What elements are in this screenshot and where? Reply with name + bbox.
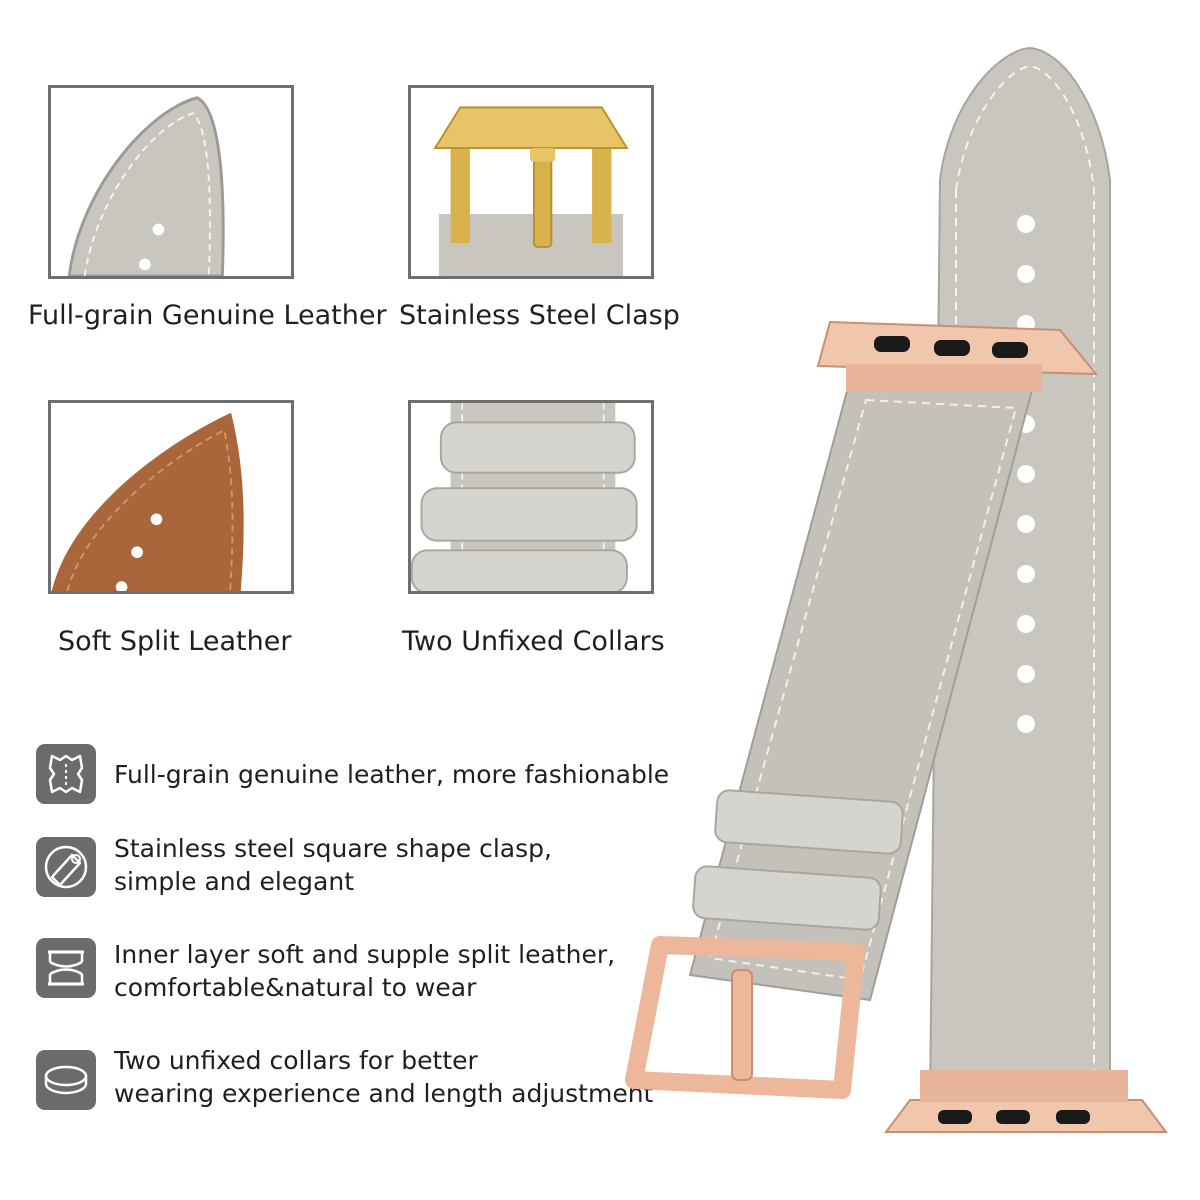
tile-caption-steel-clasp: Stainless Steel Clasp [399, 300, 680, 331]
feature-text-split-leather: Inner layer soft and supple split leathe… [114, 938, 615, 1004]
steel-clasp-image [433, 106, 629, 276]
feature-line: comfortable&natural to wear [114, 973, 477, 1002]
collars-image [411, 403, 638, 591]
feature-text-leather: Full-grain genuine leather, more fashion… [114, 758, 669, 791]
tile-stainless-steel-clasp [408, 85, 654, 279]
feature-text-collars: Two unfixed collars for better wearing e… [114, 1044, 653, 1110]
full-grain-leather-image [67, 96, 225, 276]
tile-caption-split-leather: Soft Split Leather [58, 626, 292, 657]
buckle-pin [731, 969, 753, 1081]
split-leather-image [51, 412, 244, 591]
watch-band-image [620, 40, 1180, 1190]
feature-line: Full-grain genuine leather, more fashion… [114, 760, 670, 789]
loop-collar-icon [36, 1050, 96, 1110]
collar-1 [714, 789, 904, 855]
tile-two-unfixed-collars [408, 400, 654, 594]
tile-full-grain-leather [48, 85, 294, 279]
clasp-pin-icon [36, 837, 96, 897]
feature-line: Stainless steel square shape clasp, [114, 834, 552, 863]
tile-caption-full-grain: Full-grain Genuine Leather [28, 300, 387, 331]
rose-gold-buckle [625, 936, 865, 1099]
feature-line: Two unfixed collars for better [114, 1046, 478, 1075]
layered-leather-icon [36, 938, 96, 998]
feature-line: simple and elegant [114, 867, 354, 896]
leather-hide-icon [36, 744, 96, 804]
feature-line: wearing experience and length adjustment [114, 1079, 654, 1108]
feature-line: Inner layer soft and supple split leathe… [114, 940, 616, 969]
collar-2 [692, 865, 882, 931]
tile-soft-split-leather [48, 400, 294, 594]
feature-text-clasp: Stainless steel square shape clasp, simp… [114, 832, 552, 898]
tile-caption-collars: Two Unfixed Collars [402, 626, 665, 657]
